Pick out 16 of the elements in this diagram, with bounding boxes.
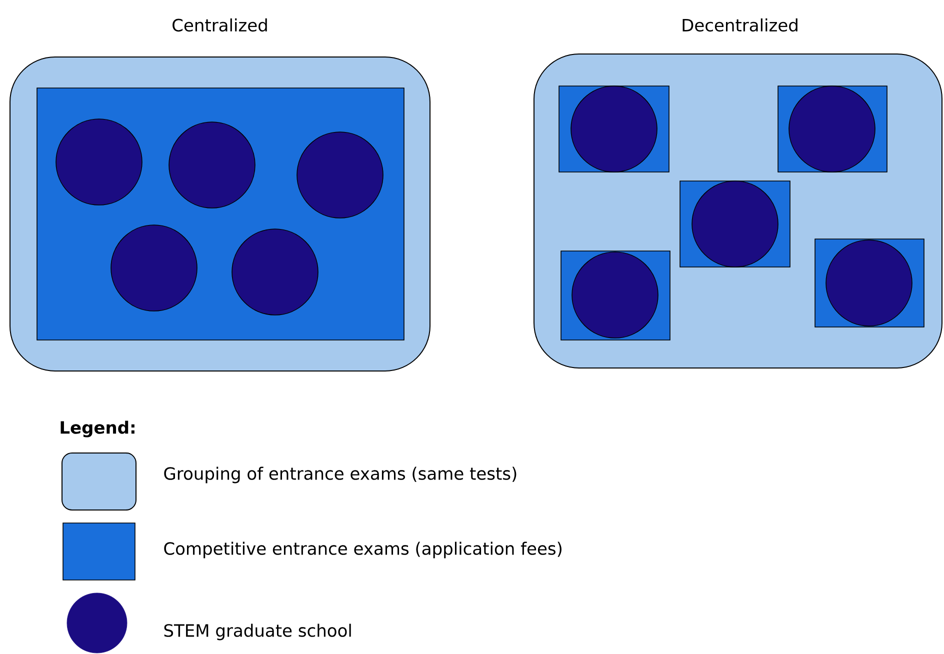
circle bbox=[826, 240, 912, 326]
circle bbox=[110, 224, 198, 312]
circle bbox=[232, 228, 318, 316]
circle bbox=[570, 86, 658, 172]
circle bbox=[168, 122, 256, 208]
heading: Centralized bbox=[172, 18, 267, 32]
legend-title: Legend: bbox=[60, 420, 134, 438]
circle bbox=[296, 132, 384, 218]
circle bbox=[56, 118, 142, 206]
legend-text: STEM graduate school bbox=[164, 624, 351, 640]
legend-text: Competitive entrance exams (application fees) bbox=[164, 542, 562, 558]
circle bbox=[692, 180, 778, 268]
circle bbox=[572, 252, 658, 338]
circle bbox=[788, 86, 876, 172]
legend-text: Grouping of entrance exams (same tests) bbox=[164, 466, 516, 484]
heading: Decentralized bbox=[682, 18, 798, 32]
